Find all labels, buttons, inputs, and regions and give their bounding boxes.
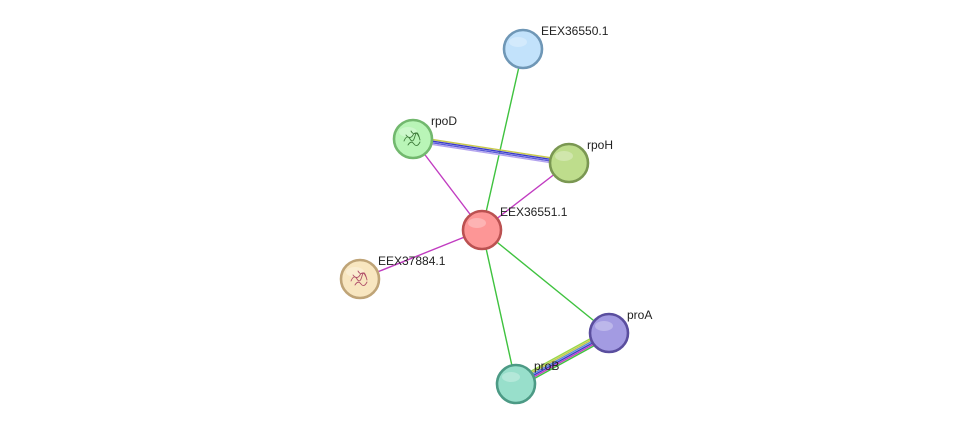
edge-evidence-line bbox=[412, 139, 569, 165]
node-label: EEX36551.1 bbox=[500, 205, 568, 219]
node-highlight bbox=[399, 127, 417, 137]
node-highlight bbox=[502, 372, 520, 382]
edge-evidence-line bbox=[359, 229, 483, 280]
node-circle[interactable] bbox=[392, 118, 434, 160]
node-circle[interactable] bbox=[548, 142, 590, 184]
node-circle[interactable] bbox=[461, 209, 503, 251]
node-highlight bbox=[468, 218, 486, 228]
node-eex36550-1[interactable]: EEX36550.1 bbox=[502, 24, 609, 70]
node-proa[interactable]: proA bbox=[588, 308, 652, 354]
node-rpod[interactable]: rpoD bbox=[392, 114, 457, 160]
edge-evidence-line bbox=[481, 229, 610, 334]
edge-eex36551-1-eex36550-1 bbox=[481, 48, 524, 231]
node-label: rpoH bbox=[587, 138, 613, 152]
node-prob[interactable]: proB bbox=[495, 359, 559, 405]
node-circle[interactable] bbox=[502, 28, 544, 70]
node-circle[interactable] bbox=[339, 258, 381, 300]
edge-evidence-line bbox=[413, 137, 570, 163]
node-label: EEX36550.1 bbox=[541, 24, 609, 38]
node-label: EEX37884.1 bbox=[378, 254, 446, 268]
node-rpoh[interactable]: rpoH bbox=[548, 138, 613, 184]
node-highlight bbox=[595, 321, 613, 331]
node-highlight bbox=[346, 267, 364, 277]
edge-evidence-line bbox=[481, 48, 524, 231]
node-eex37884-1[interactable]: EEX37884.1 bbox=[339, 254, 446, 300]
protein-structure-icon bbox=[403, 130, 421, 147]
node-label: rpoD bbox=[431, 114, 457, 128]
node-circle[interactable] bbox=[495, 363, 537, 405]
node-label: proB bbox=[534, 359, 559, 373]
edge-eex36551-1-prob bbox=[481, 229, 517, 385]
node-eex36551-1[interactable]: EEX36551.1 bbox=[461, 205, 568, 251]
edge-rpod-rpoh bbox=[412, 135, 570, 167]
node-circle[interactable] bbox=[588, 312, 630, 354]
edge-evidence-line bbox=[412, 140, 569, 167]
edge-eex36551-1-proa bbox=[481, 229, 610, 334]
edge-eex36551-1-eex37884-1 bbox=[359, 229, 483, 280]
edge-evidence-line bbox=[413, 135, 570, 162]
edge-evidence-line bbox=[481, 229, 517, 385]
node-highlight bbox=[555, 151, 573, 161]
node-label: proA bbox=[627, 308, 652, 322]
node-highlight bbox=[509, 37, 527, 47]
protein-structure-icon bbox=[350, 270, 368, 287]
